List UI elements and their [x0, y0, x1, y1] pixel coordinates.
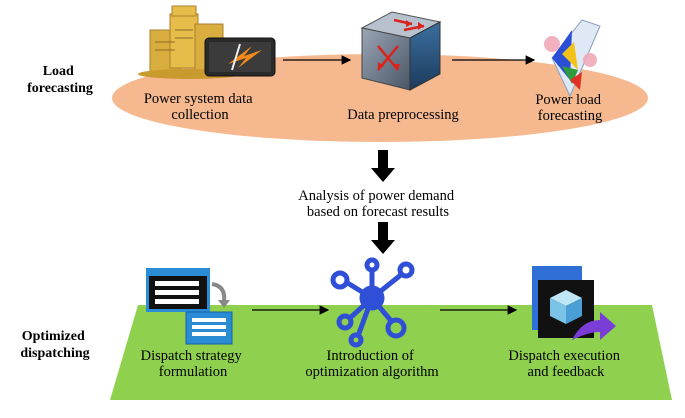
dispatching-section-label: Optimized dispatching	[20, 329, 89, 361]
forecast-label: Power load forecasting	[535, 92, 604, 124]
down-arrow-top	[371, 150, 395, 182]
analysis-label: Analysis of power demand based on foreca…	[298, 188, 457, 220]
execution-label: Dispatch execution and feedback	[508, 348, 623, 380]
optimization-label: Introduction of optimization algorithm	[305, 348, 439, 380]
list-window-icon	[146, 268, 233, 345]
server-battery-icon	[138, 5, 276, 79]
prism-chart-icon	[544, 19, 601, 98]
dispatching-plane	[110, 305, 672, 400]
forecasting-section-label: Load forecasting	[27, 64, 93, 96]
collection-label: Power system data collection	[144, 91, 256, 123]
router-cube-icon	[360, 11, 442, 91]
down-arrow-bottom	[371, 222, 395, 254]
preprocessing-label: Data preprocessing	[347, 107, 459, 123]
strategy-label: Dispatch strategy formulation	[141, 348, 246, 380]
network-hub-icon	[330, 257, 415, 348]
cube-export-icon	[532, 266, 616, 340]
